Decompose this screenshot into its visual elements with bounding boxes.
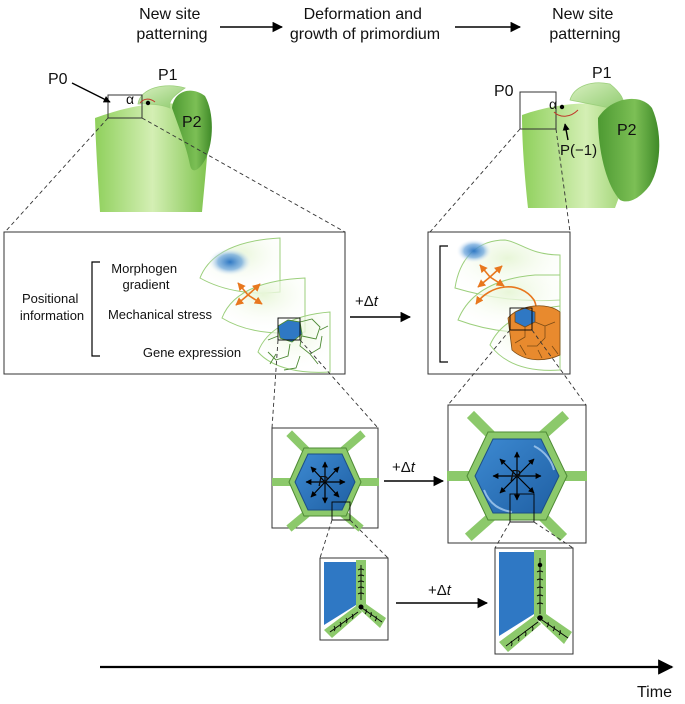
- p1-label-left: P1: [158, 67, 178, 84]
- gene-zoom-box: [277, 317, 301, 341]
- p1-label-right: P1: [592, 65, 612, 82]
- stress-label: Mechanical stress: [108, 307, 213, 322]
- junction-panel-left: [319, 557, 389, 641]
- turgor-arrows-right: [492, 451, 542, 501]
- cell-wall-zoom-right: [509, 493, 535, 523]
- zoom-lines-middle: [271, 329, 587, 429]
- morphogen-gradient-blob: [208, 248, 252, 276]
- cell-panel-left: P: [271, 427, 379, 532]
- junction-node-right: [537, 615, 543, 621]
- gene-cell-mesh: [267, 318, 329, 371]
- wall-springs-right: [505, 558, 569, 647]
- time-axis: Time: [100, 659, 674, 701]
- step3-label: New site patterning: [549, 6, 620, 43]
- zoom-lines-top: [4, 117, 571, 233]
- cell-label-left: P: [318, 473, 328, 490]
- p0-label-left: P0: [48, 71, 68, 88]
- p0-box-left: [107, 94, 143, 119]
- p2-label-left: P2: [182, 114, 202, 131]
- wall-springs-left: [329, 565, 383, 633]
- header: New site patterning Deformation and grow…: [136, 6, 620, 43]
- growth-zoom-box: [509, 307, 533, 331]
- stress-arrows-left: [235, 282, 263, 306]
- alpha-label-left: α: [126, 91, 134, 107]
- gene-expression-label: Gene expression: [143, 345, 241, 360]
- growth-panel: [427, 231, 571, 375]
- meristem-point-right: [559, 104, 565, 110]
- p2-leaf-left: [172, 90, 212, 171]
- time-label: Time: [637, 684, 672, 701]
- apex-right: P0 P1 P2 α P(−1): [494, 65, 660, 208]
- p2-leaf-right: [598, 98, 660, 202]
- cell-panel-right: P: [447, 404, 587, 544]
- delta-t-top: +Δt: [350, 293, 412, 323]
- delta-t-middle: +Δt: [384, 459, 445, 487]
- p0-box-right: [519, 91, 557, 130]
- meristem-point-left: [145, 100, 151, 106]
- positional-bracket: [91, 261, 100, 357]
- junction-cell-right: [499, 552, 534, 636]
- pminus1-label: P(−1): [560, 142, 597, 159]
- junction-node-left: [358, 604, 364, 610]
- p2-label-right: P2: [617, 122, 637, 139]
- apex-left: P0 P1 P2 α: [48, 67, 212, 212]
- alpha-label-right: α: [549, 96, 557, 112]
- cell-highlight-right-2: [533, 445, 555, 471]
- angle-arc-right: [553, 109, 579, 117]
- p0-pointer-left: [71, 82, 111, 103]
- cell-label-right: P: [510, 468, 521, 485]
- delta-t-label-bottom: +Δt: [428, 582, 452, 599]
- growth-morphogen-blob: [456, 239, 492, 263]
- cell-wall-zoom-left: [331, 501, 351, 521]
- positional-info-label: Positional information: [20, 291, 84, 323]
- growth-bracket: [439, 245, 448, 363]
- morphogen-label: Morphogen gradient: [111, 261, 180, 292]
- cell-walls-right: [447, 410, 587, 542]
- p0-label-right: P0: [494, 83, 514, 100]
- delta-t-label-middle: +Δt: [392, 459, 416, 476]
- cell-highlight-right: [483, 489, 513, 513]
- p1-leaf-right: [569, 82, 625, 113]
- junction-panel-right: [494, 547, 574, 655]
- positional-panel: Positional information Morphogen gradien…: [3, 231, 346, 375]
- cell-walls-left: [272, 430, 379, 532]
- junction-cell-left: [324, 562, 356, 625]
- delta-t-label-top: +Δt: [355, 293, 379, 310]
- pminus1-pointer: [562, 123, 570, 141]
- delta-t-bottom: +Δt: [396, 582, 489, 609]
- step1-label: New site patterning: [136, 6, 207, 43]
- step2-label: Deformation and growth of primordium: [290, 6, 440, 43]
- zoom-lines-bottom: [319, 519, 574, 559]
- turgor-arrows-left: [305, 461, 346, 504]
- angle-arc-left: [139, 98, 156, 104]
